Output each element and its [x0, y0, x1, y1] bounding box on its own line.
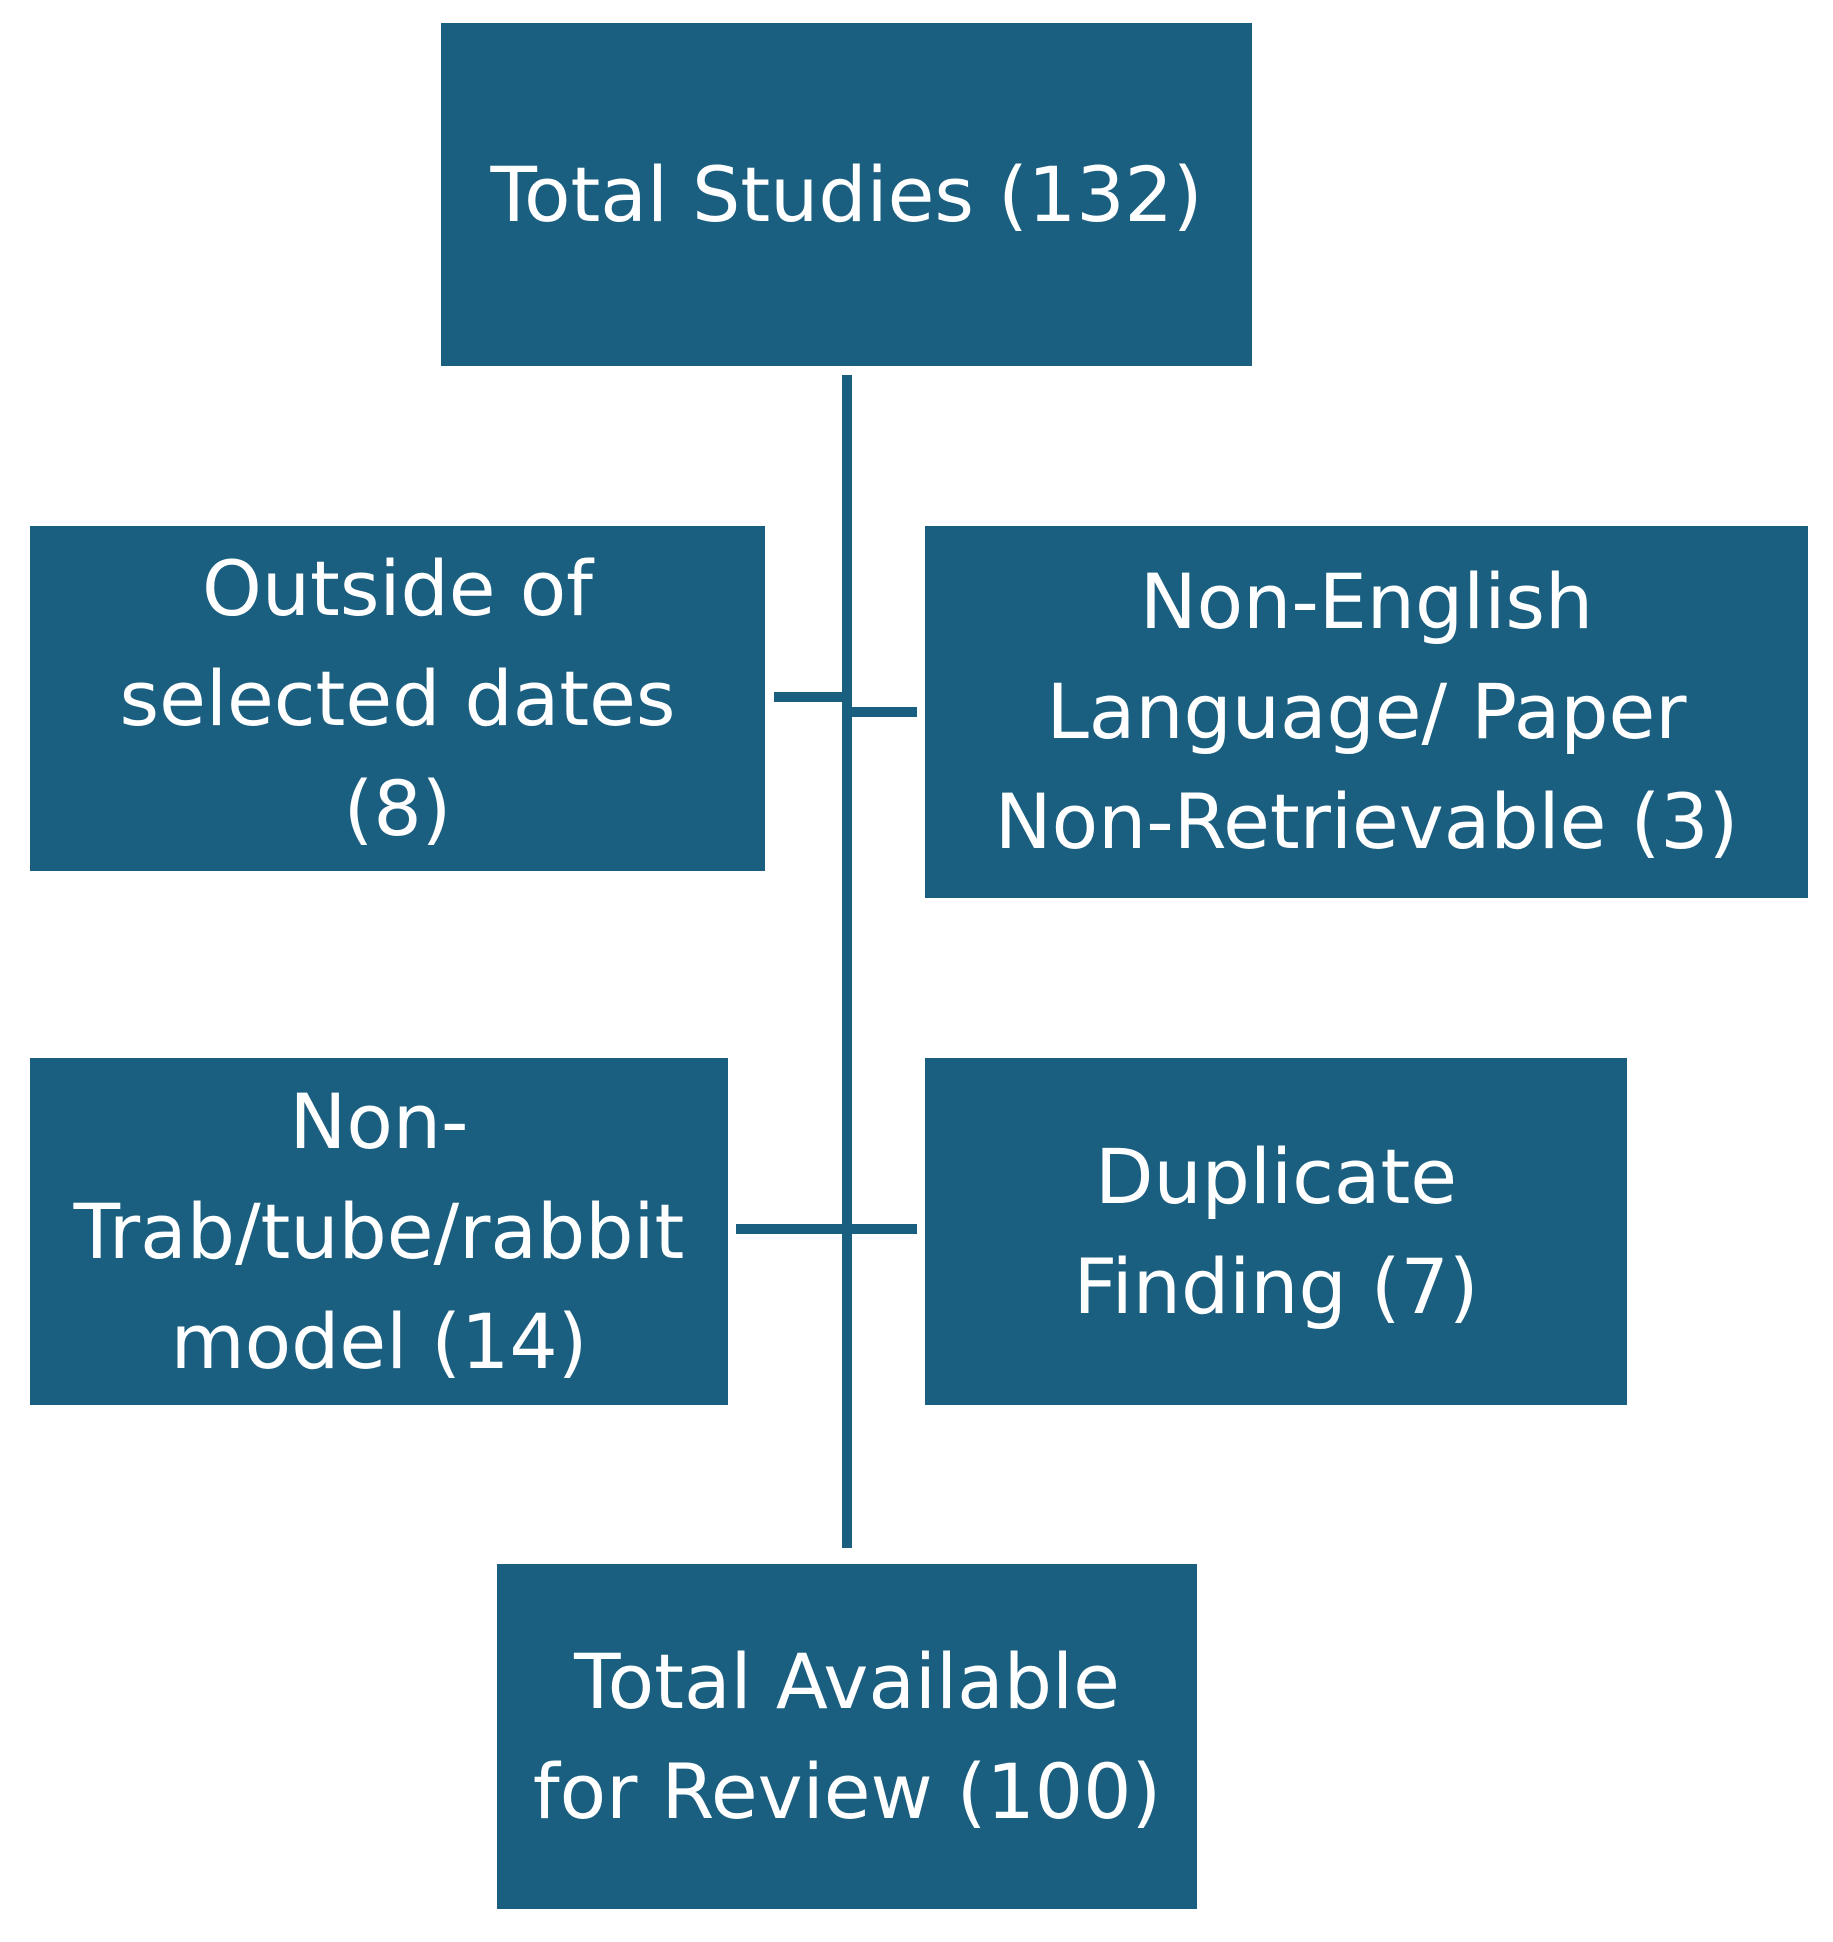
connector-to-non-english	[847, 707, 917, 717]
main-vertical-connector	[842, 375, 852, 1548]
non-english-text: Non-English Language/ Paper Non-Retrieva…	[995, 547, 1739, 877]
total-available-box: Total Available for Review (100)	[497, 1564, 1197, 1909]
connector-to-duplicate	[847, 1224, 917, 1234]
duplicate-box: Duplicate Finding (7)	[925, 1058, 1627, 1405]
non-english-line-3: Non-Retrievable (3)	[994, 777, 1739, 866]
duplicate-line-1: Duplicate	[1094, 1131, 1458, 1221]
non-trab-line-3: model (14)	[170, 1296, 588, 1386]
total-available-line-1: Total Available	[574, 1636, 1120, 1726]
total-studies-line-1: Total Studies (132)	[490, 149, 1203, 239]
total-studies-text: Total Studies (132)	[490, 140, 1202, 250]
duplicate-line-2: Finding (7)	[1073, 1241, 1479, 1331]
total-available-text: Total Available for Review (100)	[533, 1627, 1161, 1847]
total-available-line-2: for Review (100)	[532, 1746, 1162, 1836]
non-english-line-1: Non-English	[1139, 557, 1594, 646]
duplicate-text: Duplicate Finding (7)	[1073, 1122, 1478, 1342]
total-studies-box: Total Studies (132)	[441, 23, 1252, 366]
non-trab-line-1: Non-	[289, 1076, 469, 1166]
non-trab-box: Non- Trab/tube/rabbit model (14)	[30, 1058, 728, 1405]
non-english-box: Non-English Language/ Paper Non-Retrieva…	[925, 526, 1808, 898]
outside-dates-line-1: Outside of	[202, 543, 593, 633]
outside-dates-text: Outside of selected dates (8)	[120, 534, 676, 864]
outside-dates-box: Outside of selected dates (8)	[30, 526, 765, 871]
connector-to-non-trab	[736, 1224, 847, 1234]
outside-dates-line-3: (8)	[343, 763, 452, 853]
connector-to-outside-dates	[774, 692, 847, 702]
non-english-line-2: Language/ Paper	[1046, 667, 1687, 756]
non-trab-line-2: Trab/tube/rabbit	[73, 1186, 685, 1276]
non-trab-text: Non- Trab/tube/rabbit model (14)	[74, 1067, 685, 1397]
outside-dates-line-2: selected dates	[119, 653, 676, 743]
